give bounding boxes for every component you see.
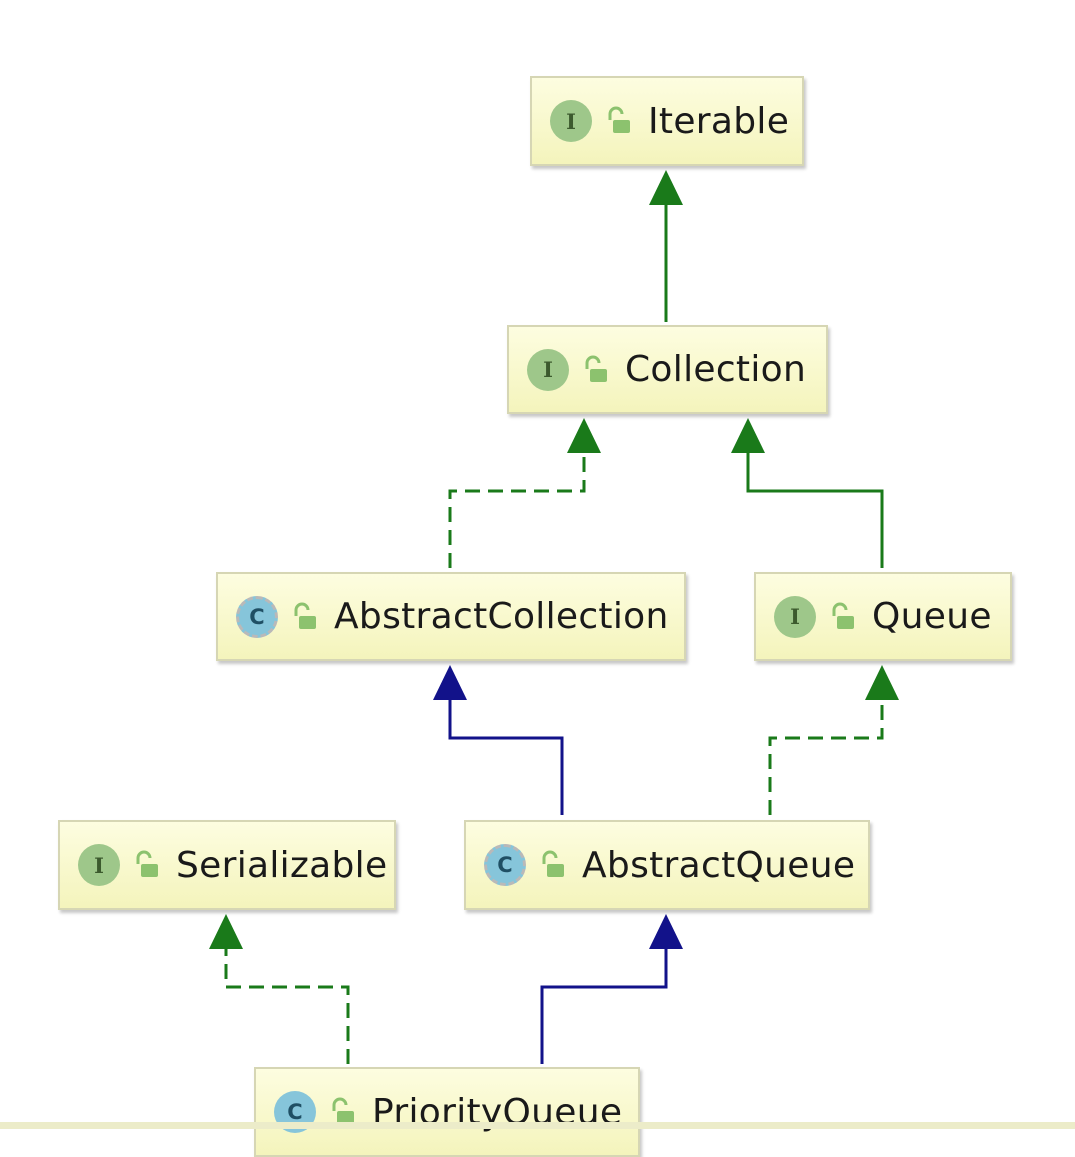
- unlocked-padlock-icon: [542, 850, 564, 877]
- node-label: AbstractCollection: [334, 596, 669, 637]
- interface-icon: I: [550, 100, 592, 142]
- node-label: AbstractQueue: [582, 844, 856, 886]
- node-label: Collection: [625, 349, 807, 390]
- interface-icon: I: [527, 348, 569, 391]
- edge-abstractqueue-abstractcollection: [433, 665, 564, 815]
- abstract-class-icon: C: [484, 844, 526, 886]
- hierarchy-diagram: [209, 170, 899, 1064]
- edge-abstractcollection-collection: [448, 418, 601, 568]
- node-label: Serializable: [176, 844, 388, 886]
- unlocked-padlock-icon: [136, 850, 158, 877]
- node-serializable[interactable]: I Serializable: [58, 820, 396, 910]
- unlocked-padlock-icon: [832, 602, 854, 629]
- unlocked-padlock-icon: [332, 1097, 354, 1124]
- interface-icon: I: [774, 595, 816, 638]
- unlocked-padlock-icon: [608, 106, 630, 133]
- node-queue[interactable]: I Queue: [754, 572, 1012, 661]
- node-abstract-collection[interactable]: C AbstractCollection: [216, 572, 686, 661]
- edge-priorityqueue-serializable: [209, 914, 350, 1064]
- interface-icon: I: [78, 844, 120, 886]
- node-priority-queue[interactable]: C PriorityQueue: [254, 1067, 640, 1157]
- node-label: Iterable: [648, 100, 790, 142]
- unlocked-padlock-icon: [585, 355, 607, 382]
- node-label: Queue: [872, 596, 992, 637]
- edge-queue-collection: [731, 418, 884, 568]
- unlocked-padlock-icon: [294, 602, 316, 629]
- node-iterable[interactable]: I Iterable: [530, 76, 804, 166]
- bottom-edge: [0, 1122, 1075, 1129]
- abstract-class-icon: C: [236, 595, 278, 638]
- node-collection[interactable]: I Collection: [507, 325, 828, 414]
- node-abstract-queue[interactable]: C AbstractQueue: [464, 820, 870, 910]
- edge-abstractqueue-queue: [768, 665, 899, 815]
- edge-priorityqueue-abstractqueue: [540, 914, 683, 1064]
- edge-collection-iterable: [649, 170, 683, 322]
